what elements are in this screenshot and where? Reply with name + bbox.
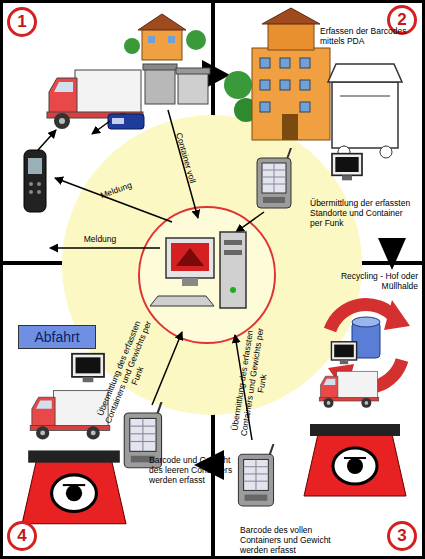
- central-computer-part: [166, 238, 214, 278]
- step-number-text: 3: [397, 526, 406, 546]
- quadrant-3-art-part: [319, 371, 379, 408]
- quadrant-1-art-part: [29, 190, 33, 194]
- quadrant-2-art-part-part: [300, 102, 310, 112]
- departure-box: Abfahrt: [18, 325, 96, 349]
- central-computer-part: [171, 243, 209, 271]
- caption-label: Recycling - Hof oder Müllhalde: [326, 271, 418, 291]
- central-computer-part: [220, 232, 246, 308]
- quadrant-2-art-part: [332, 82, 398, 148]
- quadrant-1-art-part: [124, 38, 140, 54]
- quadrant-2-art-part: [332, 154, 362, 181]
- quadrant-2-art-part: [268, 22, 314, 50]
- quadrant-2-art-part-part: [260, 102, 270, 112]
- central-computer-part: [176, 248, 204, 266]
- caption-label: Barcode des vollen Containers und Gewich…: [240, 525, 344, 555]
- quadrant-3-art-part: [304, 424, 406, 496]
- central-computer: [150, 232, 246, 308]
- quadrant-1-art-part: [92, 121, 110, 134]
- quadrant-1-art-part: [145, 68, 175, 104]
- caption-label: Barcode und Gewicht des leeren Container…: [149, 455, 235, 485]
- quadrant-3-art-part: [331, 342, 356, 364]
- quadrant-1-art-part: [29, 182, 33, 186]
- quadrant-2-art-part: [236, 212, 264, 232]
- quadrant-3-art-part: [238, 444, 273, 506]
- quadrant-2-art-part: [224, 71, 252, 99]
- quadrant-4-art-part: [22, 450, 126, 523]
- quadrant-1-art-part: [138, 14, 186, 30]
- recycling-symbol-part: [384, 300, 410, 330]
- quadrant-1-art-part: [143, 64, 177, 70]
- quadrant-1-art-part: [50, 247, 160, 249]
- quadrant-1-art-part: [142, 28, 182, 60]
- quadrant-1-art-part: [108, 114, 144, 129]
- step-number: 1: [7, 7, 37, 37]
- quadrant-2-art-part-part: [300, 80, 310, 90]
- quadrant-1-art: [24, 14, 210, 248]
- quadrant-2-art-part: [252, 48, 330, 140]
- quadrant-2-art-part-part: [260, 80, 270, 90]
- quadrant-2-art-part-part: [260, 58, 270, 68]
- quadrant-1-art-part: [37, 190, 41, 194]
- quadrant-1-art-part: [112, 118, 124, 124]
- central-hub-part: [62, 115, 362, 415]
- quadrant-1-art-part: [24, 150, 46, 212]
- central-computer-part: [182, 278, 198, 286]
- quadrant-1-art-part: [168, 36, 175, 43]
- central-computer-part: [224, 250, 242, 255]
- quadrant-2-art-part: [328, 64, 402, 82]
- step-number-text: 4: [17, 526, 26, 546]
- central-hub-part: [139, 207, 275, 343]
- recycling-symbol-part: [352, 317, 380, 327]
- caption-label: Übermittlung der erfassten Standorte und…: [310, 198, 414, 228]
- quadrant-4-art-part: [72, 354, 104, 382]
- quadrant-1-art-part: [176, 68, 210, 74]
- quadrant-2-art-part: [340, 96, 390, 97]
- central-computer-part: [230, 287, 236, 293]
- quadrant-2-art-part: [380, 146, 392, 158]
- flow-arrows-part: [378, 238, 406, 270]
- caption-label: Erfassen der Barcodes mittels PDA: [320, 26, 412, 46]
- quadrant-2-art-part: [260, 58, 310, 112]
- quadrant-2-art-part: [257, 148, 291, 208]
- quadrant-4-art-part: [152, 332, 182, 405]
- quadrant-1-art-part: [37, 182, 41, 186]
- central-computer-part: [224, 240, 242, 245]
- step-number: 4: [7, 521, 37, 551]
- quadrant-2-art-part: [262, 8, 320, 24]
- quadrant-2-art-part-part: [280, 58, 290, 68]
- caption-label: Meldung: [75, 234, 125, 244]
- central-computer-part: [150, 296, 214, 306]
- quadrant-4-art: [22, 332, 182, 524]
- step-number: 3: [387, 521, 417, 551]
- quadrant-1-art-part: [148, 36, 155, 43]
- box-text: Abfahrt: [34, 329, 79, 345]
- quadrant-1-art-part: [28, 158, 42, 174]
- step-number-text: 1: [17, 12, 26, 32]
- quadrant-2-art-part: [282, 114, 298, 140]
- quadrant-1-art-part: [38, 130, 56, 150]
- quadrant-1-art-part: [186, 30, 206, 50]
- quadrant-2-art-part-part: [280, 80, 290, 90]
- central-hub: [62, 115, 362, 415]
- quadrant-1-art-part: [47, 70, 143, 129]
- quadrant-1-art-part: [178, 72, 208, 104]
- quadrant-2-art-part-part: [300, 58, 310, 68]
